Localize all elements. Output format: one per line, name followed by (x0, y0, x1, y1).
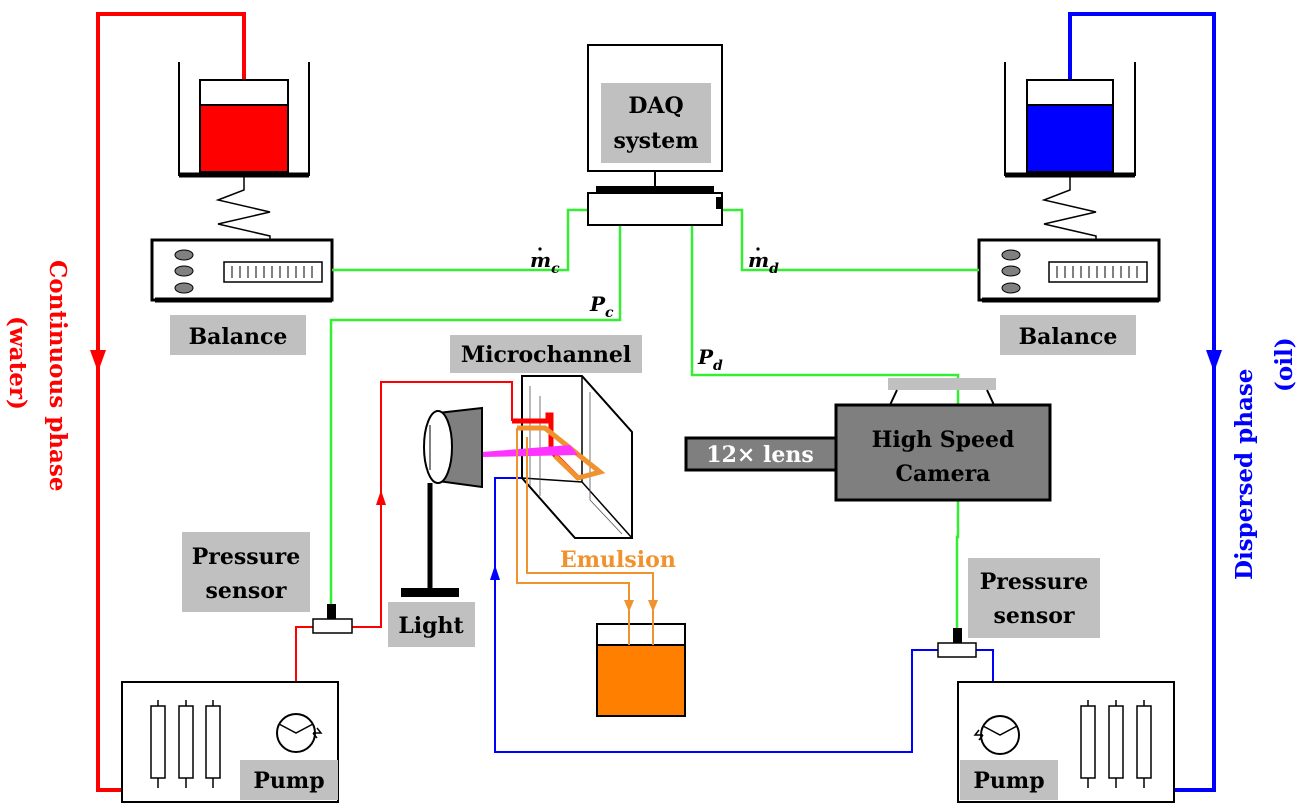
daq-computer (587, 44, 723, 226)
emulsion-beaker-tubes (628, 612, 654, 645)
continuous-phase-label: Continuous phase (44, 260, 71, 491)
balance-right-label: Balance (1019, 324, 1118, 350)
pressure-sensor-right (937, 642, 977, 658)
water-flow-arrow (90, 350, 106, 372)
emulsion-beaker (596, 623, 686, 717)
balance-right-label-box (1000, 315, 1136, 355)
oil-sensor-to-channel (494, 477, 938, 753)
pressure-right-label-line1: Pressure (980, 569, 1089, 595)
water-sensor-to-channel (352, 381, 513, 628)
md-symbol: md (748, 247, 779, 277)
light-label: Light (398, 613, 464, 639)
balance-left-label: Balance (189, 324, 288, 350)
water-label: (water) (4, 316, 31, 410)
camera-label-line2: Camera (896, 461, 991, 487)
pump-left-label: Pump (253, 768, 324, 794)
oil-reservoir (1004, 62, 1136, 178)
oil-flow-arrow (1206, 350, 1222, 372)
emulsion-main-channel (517, 425, 606, 481)
microchannel-label-box (450, 335, 642, 373)
oil-spring (1041, 177, 1097, 240)
microchannel-label: Microchannel (461, 342, 631, 368)
camera-label-line1: High Speed (872, 427, 1015, 453)
water-spring (215, 177, 271, 240)
emulsion-outlet-line-2 (526, 437, 654, 612)
svg-text:mc: mc (530, 248, 560, 277)
pump-left-label-box (240, 760, 338, 800)
oil-up-arrow (490, 565, 500, 580)
water-up-arrow (376, 490, 386, 505)
emulsion-arrow-1 (624, 600, 634, 612)
pd-symbol: Pd (697, 345, 723, 374)
lens-label: 12× lens (706, 442, 813, 468)
mc-symbol: mc (530, 247, 560, 277)
pressure-left-label-box (182, 532, 310, 612)
light-label-box (388, 602, 475, 647)
signal-mc-line (332, 208, 590, 272)
high-speed-camera (684, 378, 1052, 502)
light-source (401, 406, 483, 597)
pressure-left-label-line2: sensor (205, 578, 286, 604)
oil-label: (oil) (1271, 337, 1298, 392)
pressure-right-label-box (968, 558, 1100, 638)
balance-right-device (977, 238, 1161, 303)
pump-right-device (957, 681, 1175, 803)
svg-text:md: md (748, 248, 779, 277)
pump-left-device (121, 681, 339, 803)
pressure-right-label-line2: sensor (993, 603, 1074, 629)
daq-label-line1: DAQ (628, 93, 683, 119)
oil-main-loop (1068, 12, 1216, 792)
emulsion-outlet-line-1 (516, 428, 630, 612)
dispersed-phase-label: Dispersed phase (1231, 369, 1258, 580)
light-beam (482, 445, 578, 457)
pump-right-label-box (960, 760, 1058, 800)
pump-right-label: Pump (973, 768, 1044, 794)
microchannel-chip (521, 375, 633, 539)
pressure-sensor-right-tap (953, 628, 962, 643)
balance-left-device (150, 238, 334, 303)
daq-label-line2: system (614, 128, 699, 154)
pressure-sensor-left-tap (327, 604, 336, 619)
pressure-left-label-line1: Pressure (192, 544, 301, 570)
pc-symbol: Pc (589, 292, 614, 321)
emulsion-arrow-2 (648, 600, 658, 612)
emulsion-label: Emulsion (560, 547, 676, 573)
water-reservoir (178, 62, 310, 178)
signal-pc-line (329, 225, 622, 604)
signal-md-line (720, 208, 979, 272)
pressure-sensor-left (312, 618, 353, 634)
balance-left-label-box (170, 315, 306, 355)
